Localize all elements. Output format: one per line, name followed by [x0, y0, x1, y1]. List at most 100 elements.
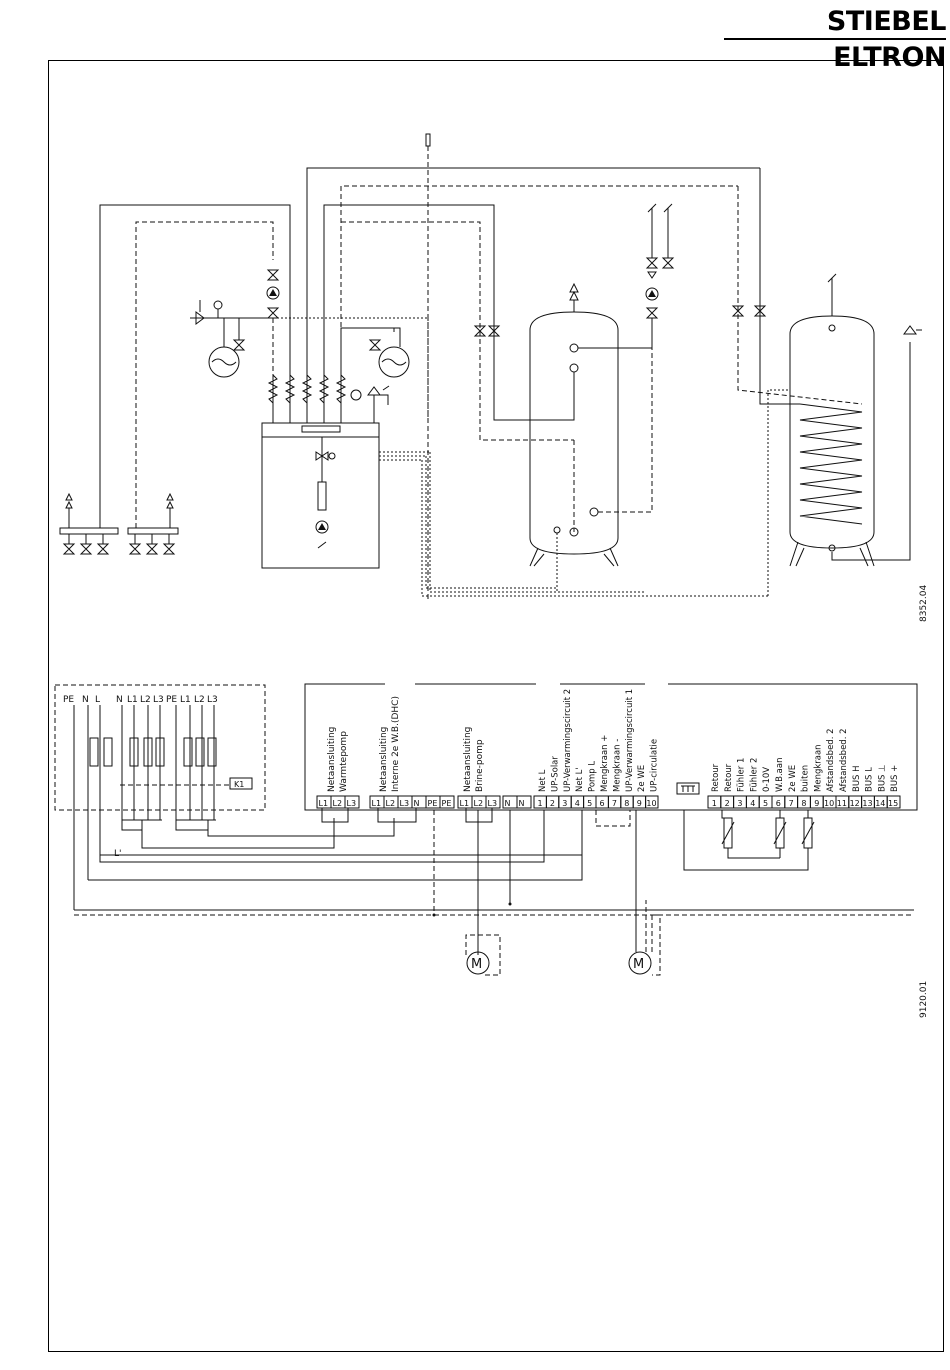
terminal-label-b: Fühler 2: [749, 758, 759, 792]
group-terminal-label: N: [519, 799, 525, 808]
supply-label: L2: [140, 695, 151, 705]
terminal-number-b: 3: [737, 799, 742, 808]
terminal-number-b: 5: [763, 799, 768, 808]
terminal-number-b: 8: [801, 799, 806, 808]
terminal-number-b: 11: [837, 799, 847, 808]
group-terminal-label: L2: [333, 799, 343, 808]
collector-left: [59, 492, 119, 555]
expansion-vessel-right-icon: [378, 346, 410, 378]
group-terminal-label: N: [505, 799, 511, 808]
fuse-bank: K1: [73, 705, 253, 910]
terminal-number-a: 8: [624, 799, 629, 808]
group-terminal-box: [439, 795, 455, 809]
terminal-number-a: 4: [575, 799, 580, 808]
terminal-number-b: 4: [750, 799, 755, 808]
brand-logo: STIEBEL ELTRON: [826, 6, 947, 73]
solar-pump-icon: [645, 287, 659, 301]
terminal-box-b: [886, 795, 901, 809]
brine-pump-motor-icon: [466, 951, 490, 975]
terminal-label-b: buiten: [801, 765, 811, 792]
group-terminal-label: L3: [400, 799, 410, 808]
group-terminal-label: PE: [442, 799, 452, 808]
brine-pump-motor-label: M: [471, 957, 482, 972]
terminal-box-a: [645, 795, 659, 809]
wiring-drawing-number: 9120.01: [919, 981, 929, 1018]
terminal-label-a: UP-Verwarmingscircuit 2: [563, 689, 573, 792]
terminal-number-a: 6: [600, 799, 605, 808]
wire-label-l-prime: L': [114, 849, 122, 859]
group-terminal-label: L2: [474, 799, 484, 808]
group-terminal-box: [485, 795, 501, 809]
supply-label: L2: [194, 695, 205, 705]
group-label: Netaansluiting: [327, 727, 337, 792]
terminal-label-b: BUS H: [852, 765, 862, 792]
terminal-label-a: Mengkraan -: [612, 739, 622, 792]
supply-label: L3: [153, 695, 164, 705]
terminal-number-a: 5: [587, 799, 592, 808]
terminal-number-b: 15: [888, 799, 898, 808]
dhw-tank: [789, 273, 875, 567]
terminal-number-a: 9: [637, 799, 642, 808]
terminal-label-a: UP-Verwarmingscircuit 1: [625, 689, 635, 792]
group-terminal-label: L1: [319, 799, 329, 808]
terminal-label-a: Net L': [575, 767, 585, 792]
group-terminal-box: [516, 795, 532, 809]
supply-label: L1: [180, 695, 191, 705]
terminal-label-a: Mengkraan +: [600, 735, 610, 792]
supply-label: L3: [207, 695, 218, 705]
hydraulic-drawing-number: 8352.04: [919, 585, 929, 622]
supply-label: PE: [63, 695, 74, 705]
supply-label: L1: [127, 695, 138, 705]
heating-circuit-pump-icon: [266, 286, 280, 300]
terminal-number-b: 13: [862, 799, 872, 808]
group-terminal-label: L1: [372, 799, 382, 808]
supply-label: L: [95, 695, 100, 705]
terminal-number-b: 1: [712, 799, 717, 808]
collector-right: [127, 492, 179, 555]
terminal-number-a: 10: [646, 799, 656, 808]
group-label: Netaansluiting: [463, 727, 473, 792]
terminal-label-a: UP-circulatie: [650, 739, 660, 792]
circulation-pump-motor-icon: [628, 951, 652, 975]
terminal-number-b: 2: [725, 799, 730, 808]
group-label: Warmtepomp: [339, 731, 349, 792]
relay-k1-label: K1: [234, 780, 244, 789]
terminal-number-a: 7: [612, 799, 617, 808]
group-label: Interne 2e W.B.(DHC): [391, 696, 401, 792]
terminal-label-b: Afstandsbed. 2: [826, 728, 836, 792]
group-terminal-label: PE: [428, 799, 438, 808]
controller-terminal-block: [304, 683, 918, 811]
terminal-number-b: 6: [776, 799, 781, 808]
terminal-label-b: Retour: [724, 763, 734, 792]
terminal-label-a: Pomp L: [588, 761, 598, 792]
terminal-number-a: 1: [538, 799, 543, 808]
supply-label: PE: [166, 695, 177, 705]
terminal-number-a: 3: [562, 799, 567, 808]
terminal-number-a: 2: [550, 799, 555, 808]
group-terminal-box: [344, 795, 360, 809]
group-label: Netaansluiting: [379, 727, 389, 792]
terminal-label-a: 2e WE: [637, 765, 647, 792]
group-terminal-label: L3: [488, 799, 498, 808]
group-label: Brine-pomp: [475, 739, 485, 792]
terminal-number-b: 7: [789, 799, 794, 808]
terminal-label-b: Mengkraan: [813, 744, 823, 792]
heat-pump-circulator-icon: [315, 520, 329, 534]
terminal-number-b: 14: [875, 799, 885, 808]
hydraulic-diagram: 8352.04: [59, 133, 929, 622]
group-terminal-label: L3: [347, 799, 357, 808]
terminal-label-b: 0-10V: [762, 767, 772, 792]
terminal-label-b: BUS L: [865, 767, 875, 792]
terminal-label-a: Net L: [538, 769, 548, 792]
heat-pump-unit: [261, 422, 380, 569]
terminal-label-a: UP-Solar: [550, 756, 560, 792]
flex-hoses: [267, 374, 347, 423]
terminal-label-b: Retour: [711, 763, 721, 792]
terminal-number-b: 9: [814, 799, 819, 808]
circulation-pump-motor-label: M: [633, 957, 644, 972]
